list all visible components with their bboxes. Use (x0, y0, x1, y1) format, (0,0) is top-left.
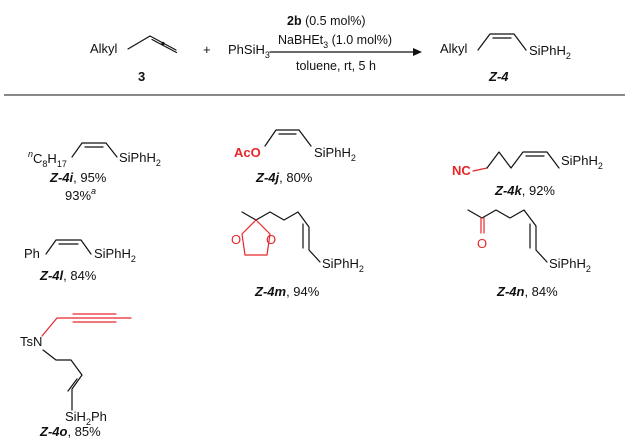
product-alkyl-label: Alkyl (440, 41, 468, 56)
compound-z4n: O SiPhH2 Z-4n, 84% (467, 209, 591, 299)
z4l-silyl: SiPhH2 (94, 246, 136, 264)
z4i-caption: Z-4i, 95% (49, 170, 107, 185)
reactant-number: 3 (138, 69, 145, 84)
compound-z4j: AcO SiPhH2 Z-4j, 80% (234, 129, 356, 185)
z4o-silyl: SiH2Ph (65, 409, 107, 427)
product-silyl: SiPhH2 (529, 43, 571, 61)
z4j-silyl: SiPhH2 (314, 145, 356, 163)
compound-z4k: NC SiPhH2 Z-4k, 92% (452, 151, 603, 198)
compound-z4l: Ph SiPhH2 Z-4l, 84% (24, 239, 136, 283)
conditions-line: toluene, rt, 5 h (296, 59, 376, 73)
z4n-silyl: SiPhH2 (549, 256, 591, 274)
z4k-nitrile-label: NC (452, 163, 471, 178)
reagent-silane: PhSiH3 (228, 42, 270, 60)
z4n-caption: Z-4n, 84% (496, 284, 558, 299)
compound-z4o: TsN SiH2Ph Z-4o, 85% (20, 313, 132, 439)
z4k-caption: Z-4k, 92% (494, 183, 555, 198)
z4i-note: 93%a (65, 186, 96, 203)
z4m-oxygen-right: O (266, 232, 276, 247)
z4n-ketone-oxygen: O (477, 236, 487, 251)
z4l-phenyl-label: Ph (24, 246, 40, 261)
compound-z4m: O O SiPhH2 Z-4m, 94% (231, 211, 364, 299)
catalyst-line: 2b (0.5 mol%) (287, 14, 366, 28)
compound-z4i: nC8H17 SiPhH2 Z-4i, 95% 93%a (28, 142, 161, 203)
z4m-caption: Z-4m, 94% (254, 284, 320, 299)
conditions: 2b (0.5 mol%) NaBHEt3 (1.0 mol%) toluene… (269, 14, 422, 73)
z4o-caption: Z-4o, 85% (39, 424, 101, 439)
product-label: Z-4 (488, 69, 509, 84)
z4o-tsn-label: TsN (20, 334, 42, 349)
silane-formula: PhSiH3 (228, 42, 270, 60)
reactant-alkyl-label: Alkyl (90, 41, 118, 56)
z4j-acetoxy-label: AcO (234, 145, 261, 160)
reactant-allene: Alkyl 3 (90, 35, 178, 84)
z4j-caption: Z-4j, 80% (255, 170, 313, 185)
z4l-caption: Z-4l, 84% (39, 268, 97, 283)
additive-line: NaBHEt3 (1.0 mol%) (278, 33, 392, 50)
z4m-silyl: SiPhH2 (322, 256, 364, 274)
z4i-silyl: SiPhH2 (119, 150, 161, 168)
z4m-oxygen-left: O (231, 232, 241, 247)
plus-sign: + (203, 42, 211, 57)
product-general: Alkyl SiPhH2 Z-4 (440, 33, 571, 84)
z4i-octyl-label: nC8H17 (28, 149, 67, 169)
z4k-silyl: SiPhH2 (561, 153, 603, 171)
